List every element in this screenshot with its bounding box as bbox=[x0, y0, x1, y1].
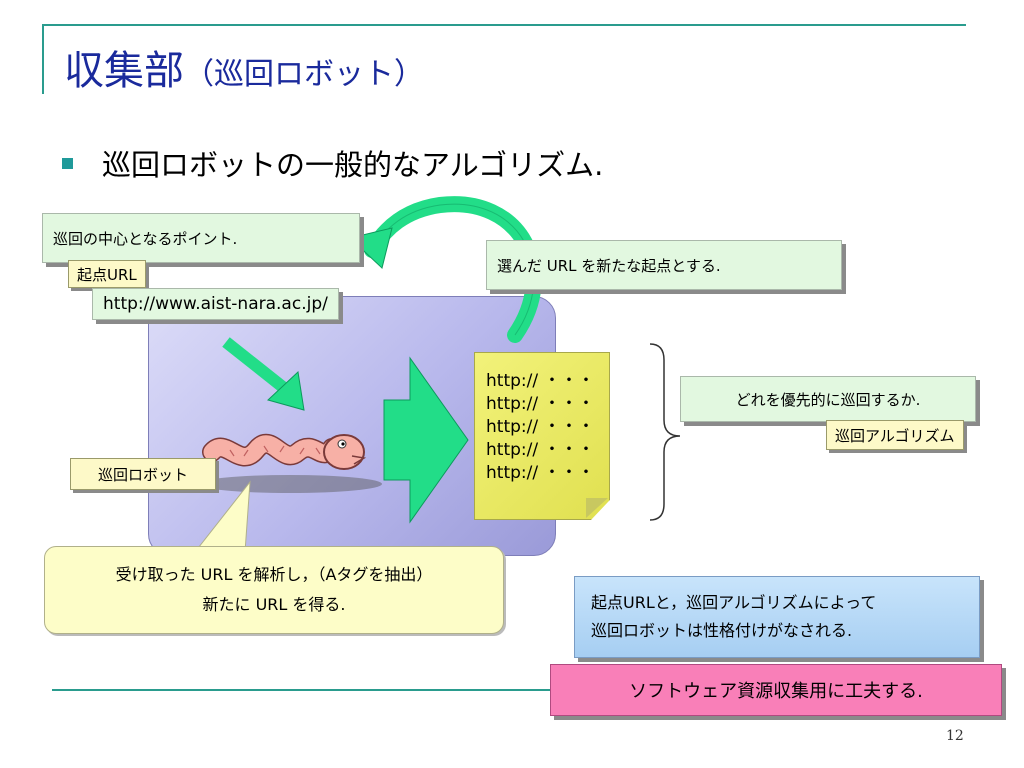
conclusion-label: ソフトウェア資源収集用に工夫する. bbox=[629, 681, 923, 702]
return-arrow-head bbox=[348, 227, 393, 269]
bottom-rule bbox=[52, 689, 964, 691]
new-start-label: 選んだ URL を新たな起点とする. bbox=[497, 256, 721, 275]
title-sub: （巡回ロボット） bbox=[184, 57, 424, 92]
worm-body-fill bbox=[203, 435, 341, 465]
worm-head bbox=[323, 434, 365, 470]
url-text: http://www.aist-nara.ac.jp/ bbox=[103, 294, 328, 314]
url-list-item: http:// ・・・ bbox=[486, 394, 595, 414]
start-url-label: 起点URL bbox=[77, 265, 137, 284]
diagonal-arrow-head bbox=[267, 370, 305, 411]
url-list-item: http:// ・・・ bbox=[486, 440, 595, 460]
algorithm-label: 巡回アルゴリズム bbox=[835, 426, 955, 445]
robot-label: 巡回ロボット bbox=[97, 465, 188, 484]
bullet-text: 巡回ロボットの一般的なアルゴリズム. bbox=[102, 148, 604, 182]
url-list: http:// ・・・ http:// ・・・ http:// ・・・ http… bbox=[486, 370, 594, 485]
url-box: http://www.aist-nara.ac.jp/ bbox=[92, 288, 339, 320]
parse-note-line2: 新たに URL を得る. bbox=[202, 595, 346, 614]
summary-line2: 巡回ロボットは性格付けがなされる. bbox=[591, 621, 853, 640]
title-main: 収集部 bbox=[64, 48, 184, 94]
title-rule-top bbox=[42, 24, 966, 26]
page-number: 12 bbox=[946, 728, 964, 744]
center-point-box: 巡回の中心となるポイント. bbox=[42, 213, 360, 263]
worm-pattern bbox=[229, 445, 321, 457]
url-list-item: http:// ・・・ bbox=[486, 417, 595, 437]
bullet-marker bbox=[62, 158, 73, 169]
url-list-document bbox=[474, 352, 610, 520]
new-start-box: 選んだ URL を新たな起点とする. bbox=[486, 240, 842, 290]
robot-tag: 巡回ロボット bbox=[70, 458, 216, 490]
diagonal-arrow-shaft bbox=[222, 337, 288, 393]
big-right-arrow bbox=[383, 356, 469, 524]
summary-box: 起点URLと，巡回アルゴリズムによって 巡回ロボットは性格付けがなされる. bbox=[574, 576, 980, 658]
title-rule-left bbox=[42, 24, 44, 94]
worm-mouth bbox=[351, 455, 367, 465]
page-title: 収集部（巡回ロボット） bbox=[64, 38, 424, 96]
url-list-item: http:// ・・・ bbox=[486, 463, 595, 483]
brace bbox=[649, 343, 681, 521]
summary-line1: 起点URLと，巡回アルゴリズムによって bbox=[591, 593, 877, 612]
url-list-item: http:// ・・・ bbox=[486, 371, 595, 391]
center-point-label: 巡回の中心となるポイント. bbox=[53, 229, 238, 248]
conclusion-box: ソフトウェア資源収集用に工夫する. bbox=[550, 664, 1002, 716]
algorithm-tag: 巡回アルゴリズム bbox=[826, 420, 964, 450]
parse-note: 受け取った URL を解析し，（Aタグを抽出） 新たに URL を得る. bbox=[44, 546, 504, 634]
priority-box: どれを優先的に巡回するか. bbox=[680, 376, 976, 422]
parse-note-line1: 受け取った URL を解析し，（Aタグを抽出） bbox=[115, 565, 433, 584]
priority-label: どれを優先的に巡回するか. bbox=[735, 390, 921, 409]
note-tail bbox=[193, 480, 251, 553]
start-url-tag: 起点URL bbox=[68, 260, 146, 288]
worm-shadow bbox=[198, 475, 382, 493]
